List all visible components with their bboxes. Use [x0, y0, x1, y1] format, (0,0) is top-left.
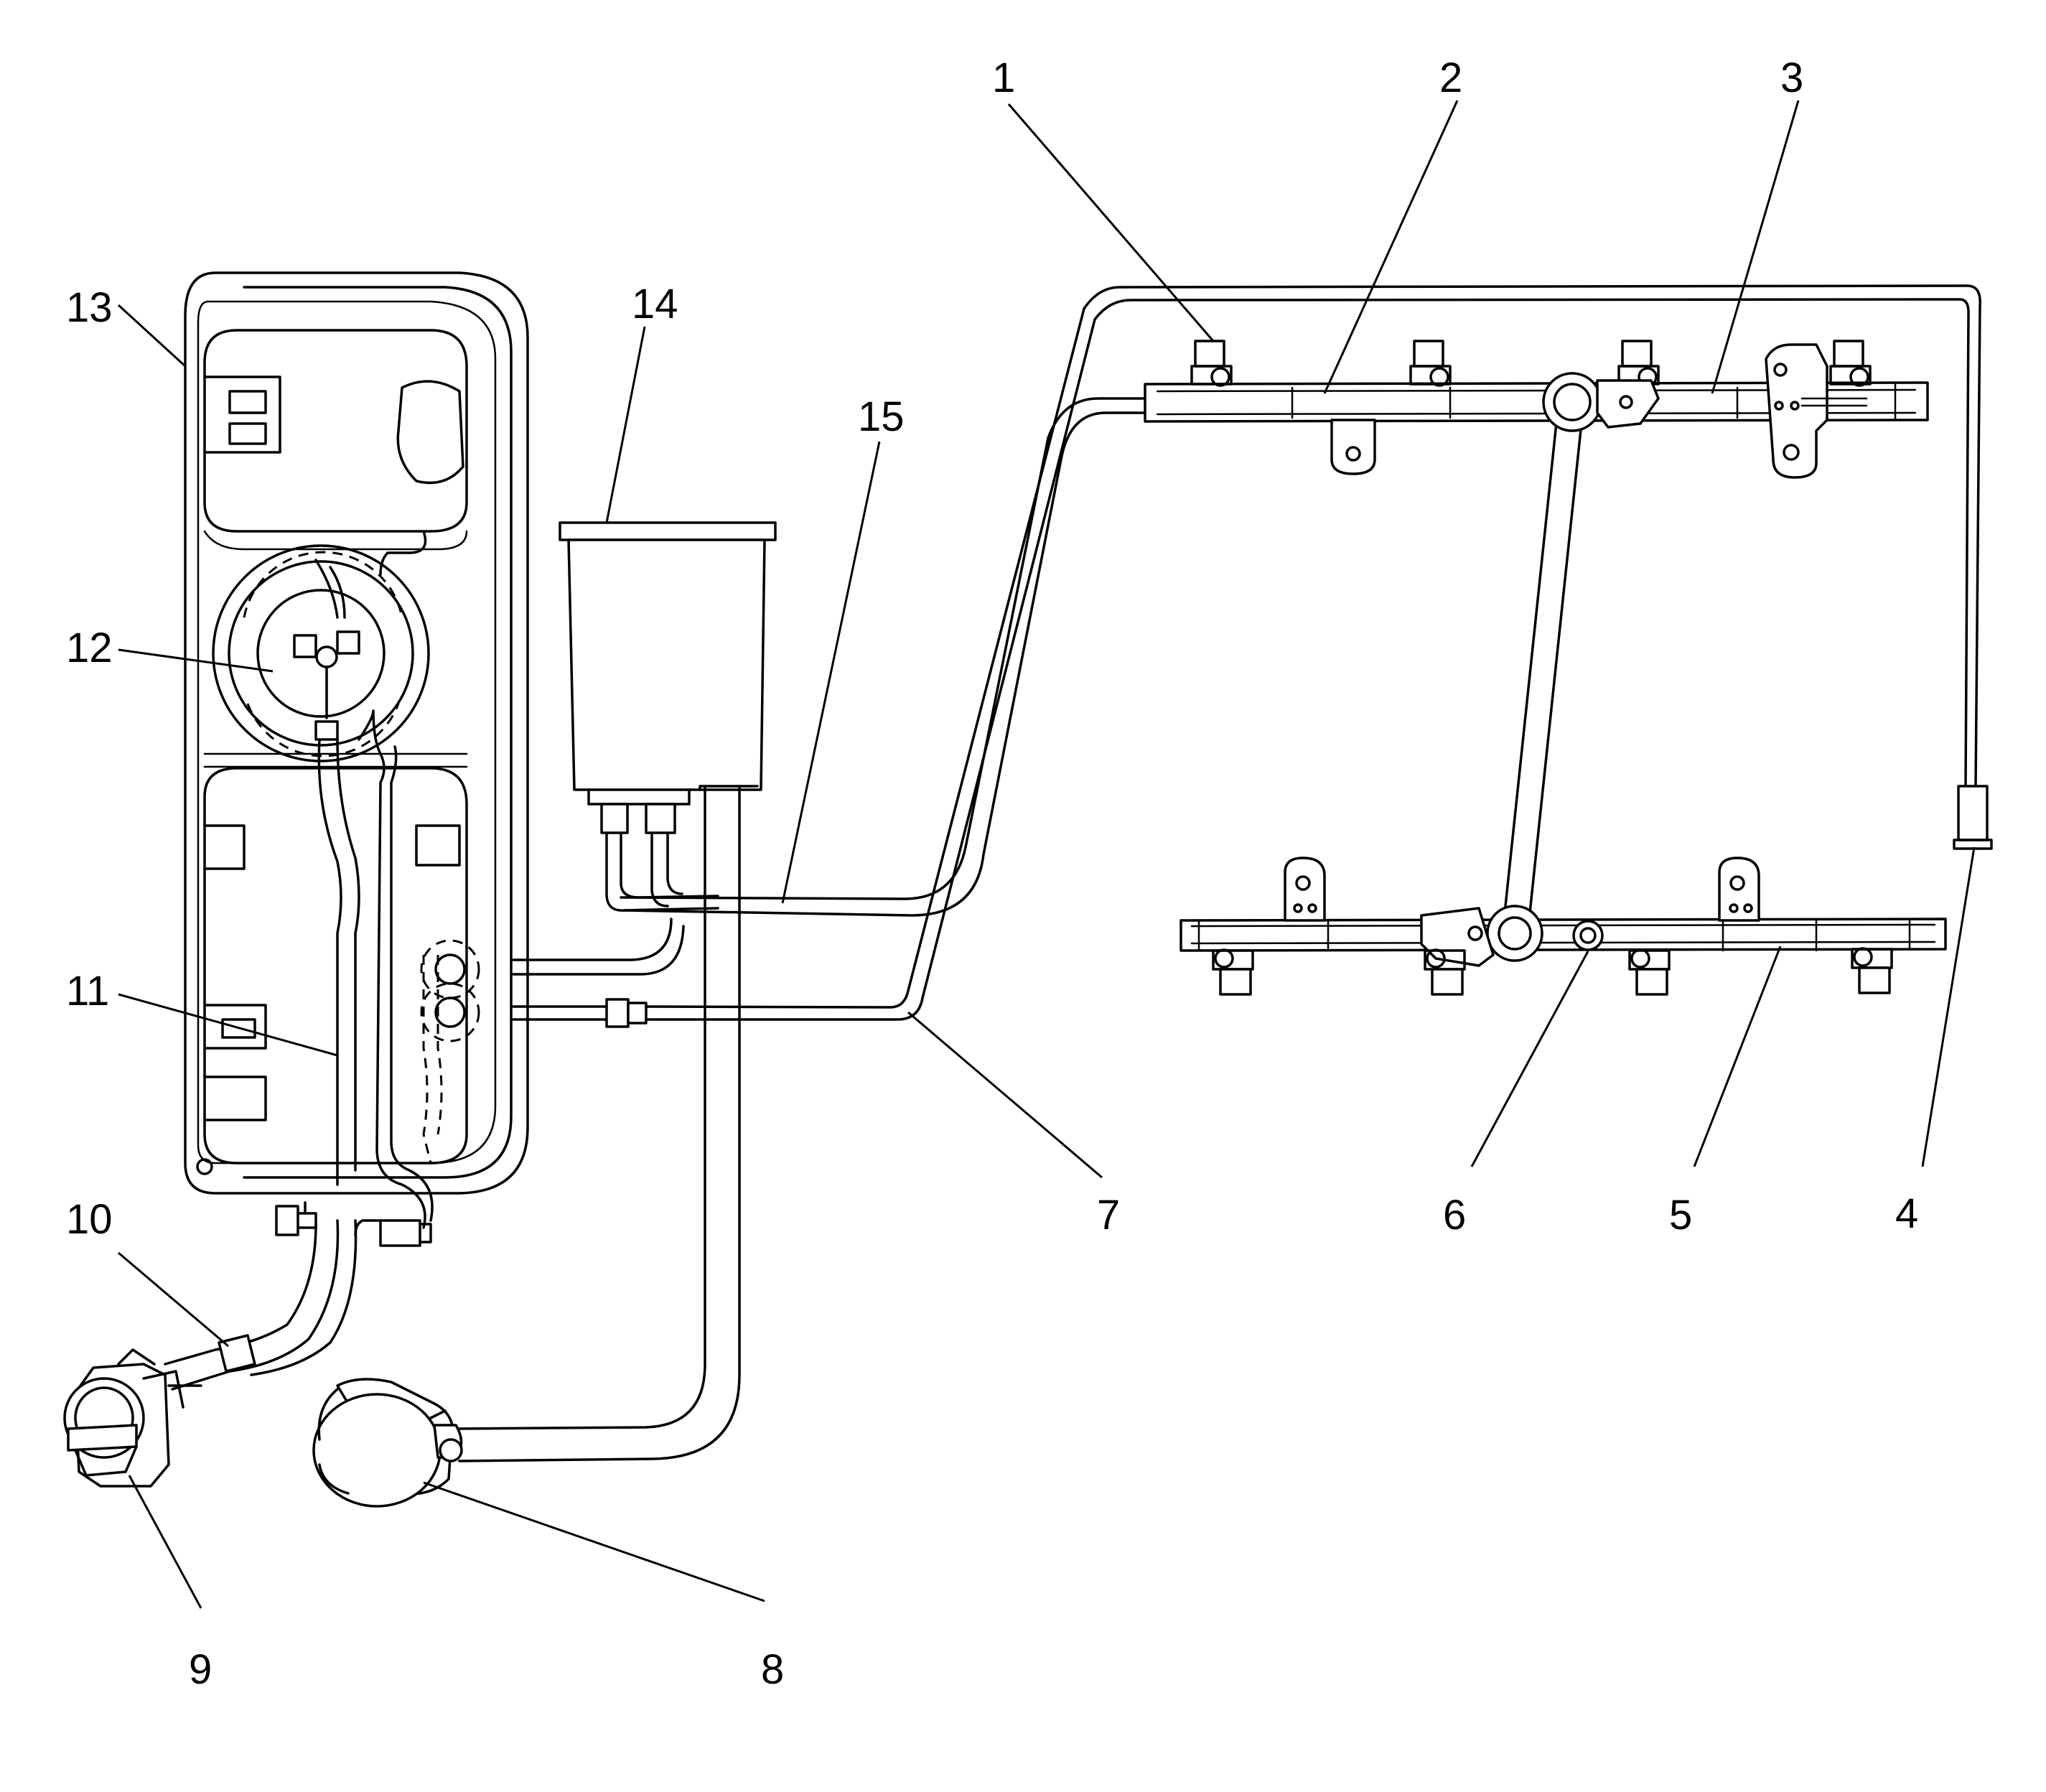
callout-7: 7 [1097, 1192, 1120, 1238]
callout-15: 15 [858, 393, 905, 440]
fuel-rail-assembly [1144, 340, 1993, 996]
callout-4: 4 [1895, 1190, 1918, 1237]
callout-5: 5 [1669, 1192, 1692, 1238]
callout-12: 12 [66, 625, 113, 671]
fuel-tank [184, 271, 529, 1247]
callout-14: 14 [632, 281, 678, 327]
callout-6: 6 [1443, 1192, 1466, 1238]
callout-10: 10 [66, 1196, 113, 1243]
fuel-lines [164, 284, 1981, 1462]
fuel-filter [312, 1378, 463, 1508]
callout-8: 8 [761, 1646, 784, 1693]
callout-13: 13 [66, 284, 113, 331]
callout-numbers: 1 2 3 4 5 6 7 8 9 10 11 12 13 14 15 [66, 55, 1918, 1693]
callout-2: 2 [1439, 55, 1462, 101]
callout-9: 9 [189, 1646, 212, 1693]
callout-3: 3 [1780, 55, 1803, 101]
fuel-filler-cap [63, 1348, 202, 1488]
evap-canister [559, 521, 777, 912]
callout-1: 1 [992, 55, 1015, 101]
leader-lines [117, 100, 1976, 1609]
callout-11: 11 [66, 968, 109, 1014]
